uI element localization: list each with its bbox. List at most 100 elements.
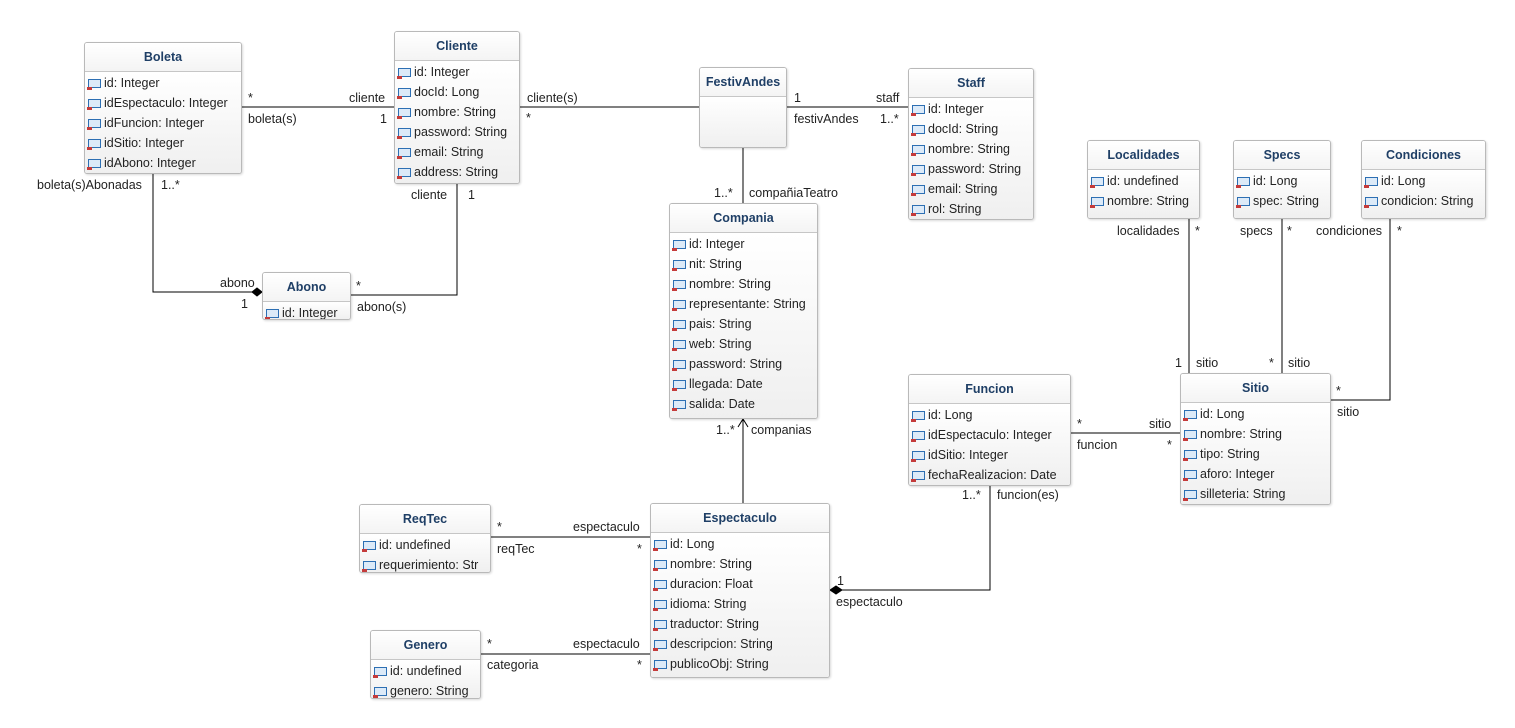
attribute: id: Integer (395, 62, 519, 82)
attribute-icon (672, 400, 686, 411)
attribute: id: Long (651, 534, 829, 554)
edge-boleta-abono (152, 174, 252, 293)
attribute: id: Long (1181, 404, 1330, 424)
attribute-icon (672, 340, 686, 351)
attribute-icon (911, 411, 925, 422)
class-sitio[interactable]: Sitio id: Long nombre: String tipo: Stri… (1180, 373, 1331, 505)
class-abono[interactable]: Abono id: Integer (262, 272, 351, 320)
attribute-icon (672, 360, 686, 371)
role-label: companias (751, 423, 812, 437)
class-name: Cliente (395, 32, 519, 61)
multiplicity: * (1397, 224, 1402, 238)
attribute: nombre: String (1088, 191, 1199, 211)
attribute-list: id: Long nombre: String tipo: String afo… (1181, 403, 1330, 504)
attribute-icon (911, 471, 925, 482)
class-localidades[interactable]: Localidades id: undefined nombre: String (1087, 140, 1200, 219)
class-name: Abono (263, 273, 350, 302)
multiplicity: 1..* (880, 112, 899, 126)
attribute: idFuncion: Integer (85, 113, 241, 133)
multiplicity: * (487, 637, 492, 651)
attribute-icon (362, 541, 376, 552)
diamond-espectaculo (829, 585, 843, 595)
attribute-icon (672, 300, 686, 311)
attribute-list: id: Integer idEspectaculo: Integer idFun… (85, 72, 241, 173)
role-label: abono (220, 276, 255, 290)
attribute-icon (87, 159, 101, 170)
attribute: idSitio: Integer (85, 133, 241, 153)
class-staff[interactable]: Staff id: Integer docId: String nombre: … (908, 68, 1034, 220)
arrowhead-compania (737, 418, 749, 428)
attribute-icon (672, 380, 686, 391)
class-specs[interactable]: Specs id: Long spec: String (1233, 140, 1331, 219)
class-name: Boleta (85, 43, 241, 72)
multiplicity: * (356, 279, 361, 293)
attribute-icon (1090, 177, 1104, 188)
role-label: boleta(s) (248, 112, 297, 126)
attribute: publicoObj: String (651, 654, 829, 674)
attribute-icon (87, 139, 101, 150)
attribute-icon (87, 99, 101, 110)
class-compania[interactable]: Compania id: Integer nit: String nombre:… (669, 203, 818, 419)
attribute-icon (1090, 197, 1104, 208)
attribute-icon (911, 165, 925, 176)
class-cliente[interactable]: Cliente id: Integer docId: Long nombre: … (394, 31, 520, 184)
edge-funcion-espectaculo (842, 486, 991, 591)
attribute: id: Integer (670, 234, 817, 254)
attribute-icon (265, 309, 279, 319)
attribute-icon (653, 540, 667, 551)
class-genero[interactable]: Genero id: undefined genero: String (370, 630, 481, 699)
class-condiciones[interactable]: Condiciones id: Long condicion: String (1361, 140, 1486, 219)
class-boleta[interactable]: Boleta id: Integer idEspectaculo: Intege… (84, 42, 242, 174)
attribute: idEspectaculo: Integer (85, 93, 241, 113)
multiplicity: * (1195, 224, 1200, 238)
attribute: silleteria: String (1181, 484, 1330, 504)
attribute-list: id: Integer docId: String nombre: String… (909, 98, 1033, 219)
multiplicity: 1..* (161, 178, 180, 192)
attribute-icon (911, 205, 925, 216)
class-festivandes[interactable]: FestivAndes (699, 67, 787, 148)
attribute: nit: String (670, 254, 817, 274)
attribute: genero: String (371, 681, 480, 698)
attribute-list: id: Long condicion: String (1362, 170, 1485, 218)
attribute-icon (911, 125, 925, 136)
attribute: spec: String (1234, 191, 1330, 211)
attribute: pais: String (670, 314, 817, 334)
multiplicity: * (497, 520, 502, 534)
attribute: id: Integer (909, 99, 1033, 119)
attribute: id: Long (1362, 171, 1485, 191)
multiplicity: 1 (468, 188, 475, 202)
attribute: web: String (670, 334, 817, 354)
attribute-icon (397, 148, 411, 159)
multiplicity: * (1336, 384, 1341, 398)
multiplicity: 1 (241, 297, 248, 311)
multiplicity: 1 (380, 112, 387, 126)
class-espectaculo[interactable]: Espectaculo id: Long nombre: String dura… (650, 503, 830, 678)
attribute-icon (911, 105, 925, 116)
attribute: password: String (909, 159, 1033, 179)
attribute-icon (653, 620, 667, 631)
attribute: password: String (395, 122, 519, 142)
attribute: id: undefined (360, 535, 490, 555)
role-label: abono(s) (357, 300, 407, 314)
multiplicity: * (1269, 356, 1274, 370)
role-label: categoria (487, 658, 539, 672)
attribute: nombre: String (651, 554, 829, 574)
attribute-icon (653, 660, 667, 671)
attribute: traductor: String (651, 614, 829, 634)
class-funcion[interactable]: Funcion id: Long idEspectaculo: Integer … (908, 374, 1071, 486)
attribute: requerimiento: Str (360, 555, 490, 572)
attribute-icon (87, 79, 101, 90)
attribute-list: id: Long idEspectaculo: Integer idSitio:… (909, 404, 1070, 485)
attribute-icon (911, 185, 925, 196)
class-name: Localidades (1088, 141, 1199, 170)
attribute-icon (672, 260, 686, 271)
attribute: fechaRealizacion: Date (909, 465, 1070, 485)
attribute: idEspectaculo: Integer (909, 425, 1070, 445)
class-name: Funcion (909, 375, 1070, 404)
attribute-icon (1183, 450, 1197, 461)
attribute: email: String (909, 179, 1033, 199)
role-label: cliente (349, 91, 386, 105)
edge-cliente-abono (351, 184, 458, 296)
class-reqtec[interactable]: ReqTec id: undefined requerimiento: Str (359, 504, 491, 573)
